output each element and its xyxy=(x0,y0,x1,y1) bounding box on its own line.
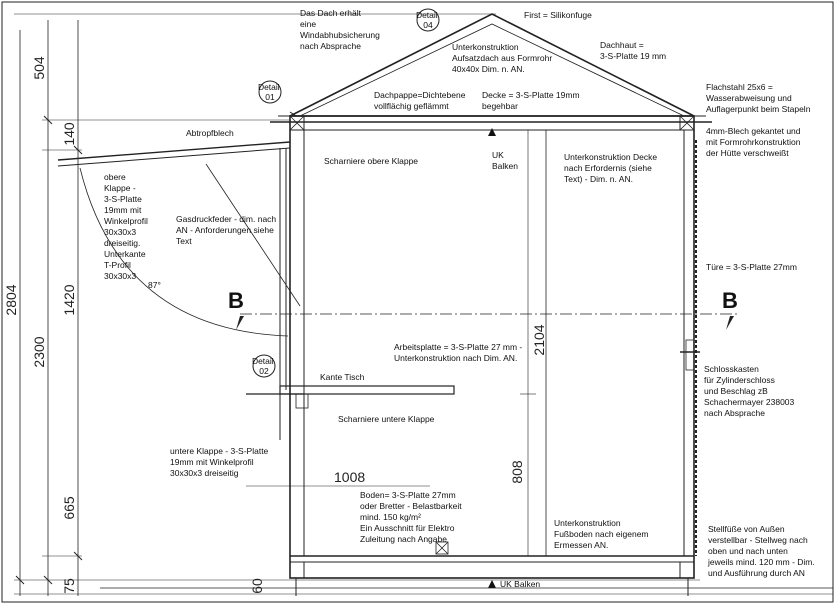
note-tuere: Türe = 3-S-Platte 27mm xyxy=(706,262,797,272)
worktop xyxy=(246,385,455,409)
note-abtropfblech: Abtropfblech xyxy=(186,128,234,138)
note-scharniere-unten: Scharniere untere Klappe xyxy=(338,414,435,424)
note-first: First = Silikonfuge xyxy=(524,10,592,20)
upper-flap xyxy=(57,141,291,440)
lock-box xyxy=(685,339,695,371)
note-schlosskasten: Schlosskasten für Zylinderschloss und Be… xyxy=(704,364,797,418)
detail-02-circle xyxy=(252,354,276,378)
section-mark-left: B xyxy=(228,288,244,313)
dim-504: 504 xyxy=(31,56,47,80)
uk-balken-top-marker xyxy=(488,128,496,136)
detail-01-label: Detail 01 xyxy=(258,82,282,102)
note-angle: 87° xyxy=(148,280,161,290)
note-roof-windlift: Das Dach erhält eine Windabhubsicherung … xyxy=(300,8,382,51)
note-dachpappe: Dachpappe=Dichtebene vollflächig geflämm… xyxy=(374,90,468,111)
note-obere-klappe: obere Klappe - 3-S-Platte 19mm mit Winke… xyxy=(104,172,150,281)
section-mark-right: B xyxy=(722,288,738,313)
dim-665: 665 xyxy=(61,496,77,520)
inner-dimensions xyxy=(246,130,536,556)
dim-140: 140 xyxy=(61,122,77,146)
note-flachstahl: Flachstahl 25x6 = Wasserabweisung und Au… xyxy=(706,82,811,114)
note-unterkonstruktion-dach: Unterkonstruktion Aufsatzdach aus Formro… xyxy=(452,42,555,74)
dim-808: 808 xyxy=(509,460,525,484)
note-gasdruckfeder: Gasdruckfeder - dim. nach AN - Anforderu… xyxy=(176,214,279,246)
note-scharniere-oben: Scharniere obere Klappe xyxy=(324,156,418,166)
section-line-b xyxy=(236,313,740,330)
dim-1420: 1420 xyxy=(61,284,77,315)
note-boden: Boden= 3-S-Platte 27mm oder Bretter - Be… xyxy=(360,490,464,544)
note-stellfuesse: Stellfüße von Außen verstellbar - Stellw… xyxy=(707,524,817,578)
dim-2300: 2300 xyxy=(31,336,47,367)
note-uk-balken-top: UK Balken xyxy=(492,150,518,171)
dim-1008: 1008 xyxy=(334,469,365,485)
note-4mm-blech: 4mm-Blech gekantet und mit Formrohrkonst… xyxy=(706,126,803,158)
note-unterkonstruktion-fussboden: Unterkonstruktion Fußboden nach eigenem … xyxy=(554,518,651,550)
ground-line xyxy=(100,578,833,596)
note-arbeitsplatte: Arbeitsplatte = 3-S-Platte 27 mm - Unter… xyxy=(394,342,525,363)
dim-75: 75 xyxy=(61,578,77,594)
note-kante-tisch: Kante Tisch xyxy=(320,372,365,382)
detail-04-circle xyxy=(416,8,440,32)
left-dimension-chains xyxy=(14,13,833,596)
gas-spring xyxy=(79,163,301,337)
detail-04-label: Detail 04 xyxy=(416,10,440,30)
note-untere-klappe: untere Klappe - 3-S-Platte 19mm mit Wink… xyxy=(170,446,271,478)
note-uk-balken-bottom: UK Balken xyxy=(500,579,540,589)
floor-cutout xyxy=(435,541,449,555)
dim-60: 60 xyxy=(249,578,265,594)
detail-01-circle xyxy=(258,80,282,104)
note-dachhaut: Dachhaut = 3-S-Platte 19 mm xyxy=(600,40,666,61)
hut-walls xyxy=(289,115,697,579)
note-decke: Decke = 3-S-Platte 19mm begehbar xyxy=(482,90,582,111)
uk-balken-bottom-marker xyxy=(488,580,496,588)
detail-02-label: Detail 02 xyxy=(252,356,276,376)
dim-2804: 2804 xyxy=(3,284,19,315)
dim-2104: 2104 xyxy=(531,324,547,355)
note-unterkonstruktion-decke: Unterkonstruktion Decke nach Erfordernis… xyxy=(564,152,659,184)
